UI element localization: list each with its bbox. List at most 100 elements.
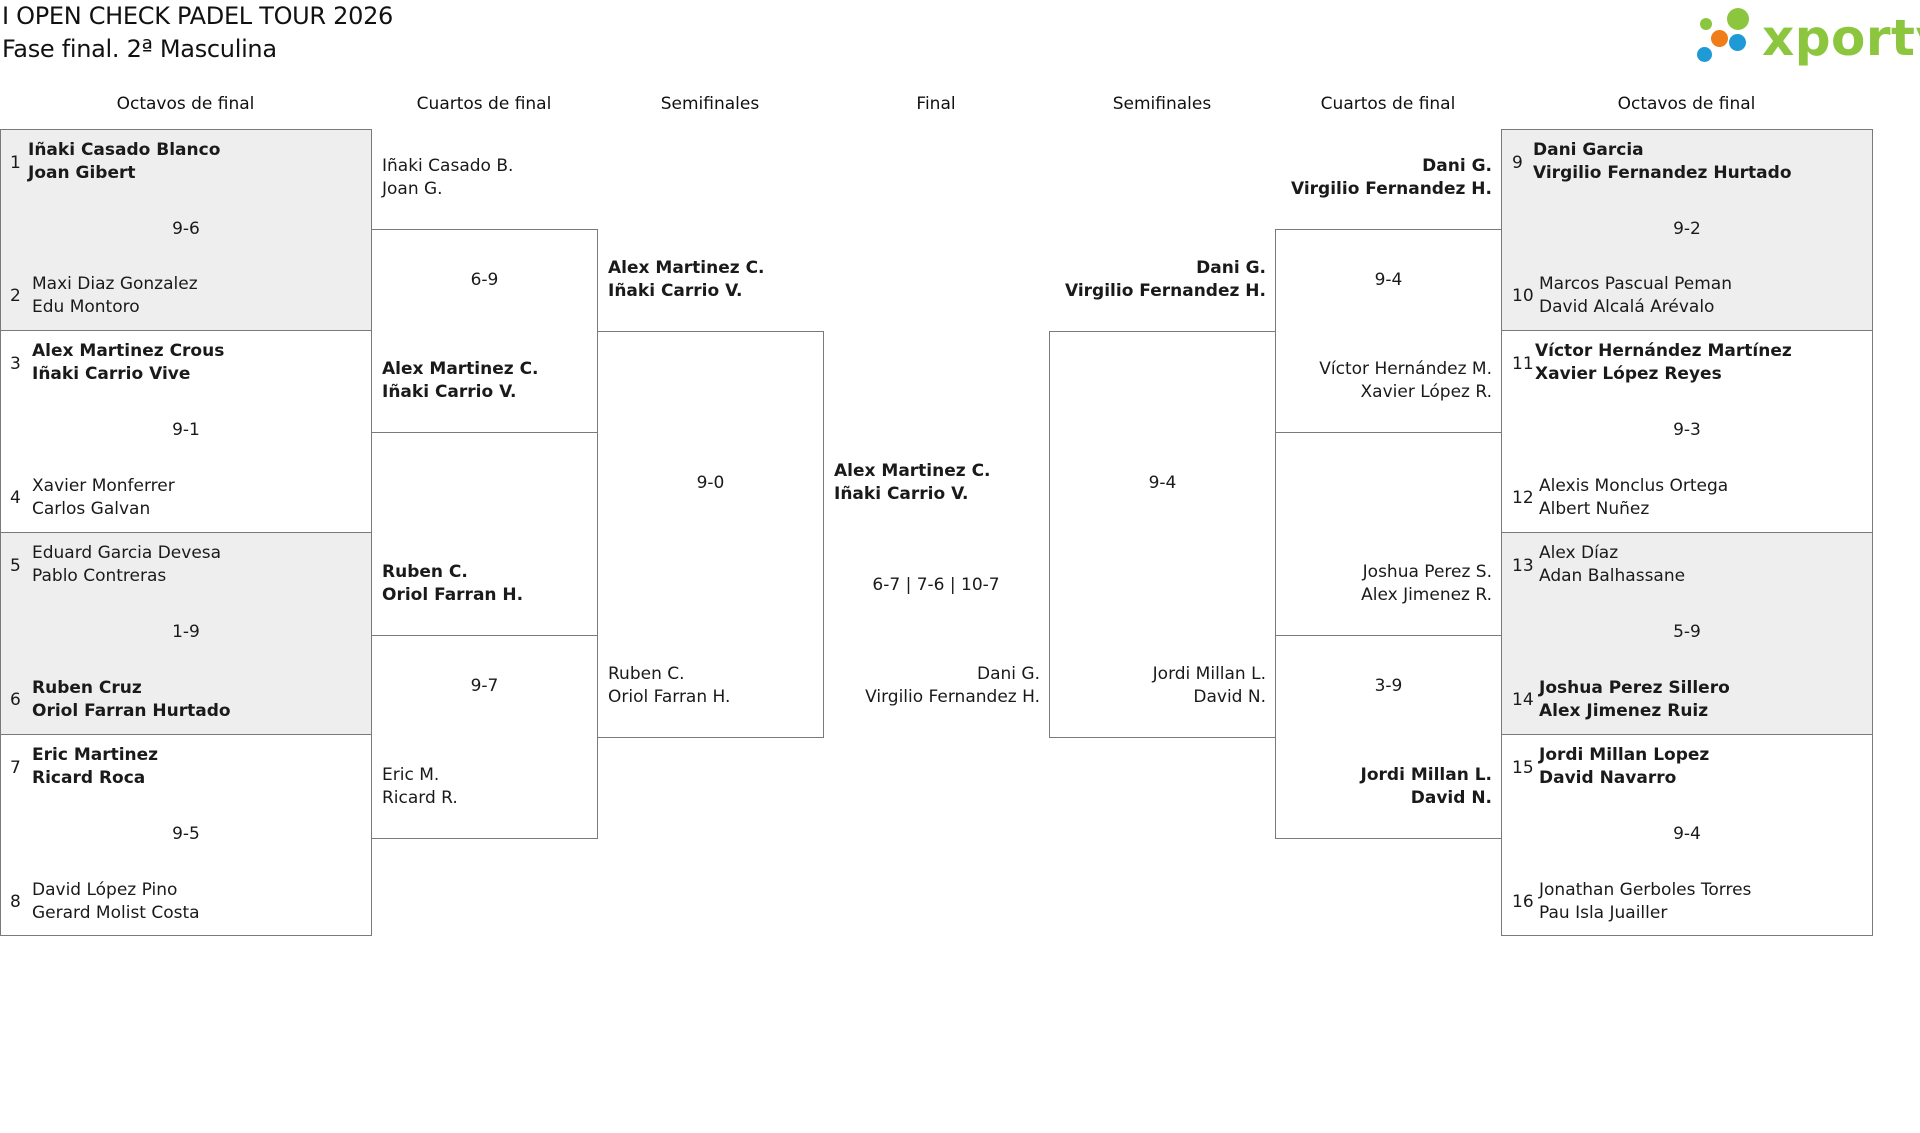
match-score: 9-4 — [1374, 270, 1403, 290]
player-name: Iñaki Carrio V. — [608, 281, 743, 301]
match-score: 9-3 — [1673, 420, 1701, 440]
player-name: Jordi Millan L. — [1360, 765, 1492, 785]
match-score: 9-0 — [696, 473, 725, 493]
player-name: Dani G. — [1196, 258, 1266, 278]
player-name: Dani G. — [977, 664, 1040, 684]
match-box-octavos-3 — [0, 532, 372, 735]
team-name[interactable]: Dani G. Virgilio Fernandez H. — [823, 663, 1040, 709]
team-name[interactable]: Joshua Perez S. Alex Jimenez R. — [1275, 561, 1492, 607]
seed-number: 6 — [10, 690, 21, 710]
player-name: Joshua Perez Sillero — [1539, 678, 1730, 698]
phase-subtitle: Fase final. 2ª Masculina — [2, 35, 277, 63]
team-name[interactable]: Víctor Hernández M. Xavier López R. — [1275, 358, 1492, 404]
team-name[interactable]: Alexis Monclus Ortega Albert Nuñez — [1539, 475, 1728, 521]
player-name: Virgilio Fernandez H. — [1290, 179, 1492, 199]
match-box-octavos-1 — [0, 129, 372, 331]
match-score: 3-9 — [1374, 676, 1403, 696]
player-name: David N. — [1410, 788, 1492, 808]
team-name[interactable]: Alex Martinez Crous Iñaki Carrio Vive — [32, 340, 224, 386]
header-final: Final — [916, 94, 956, 114]
logo-dot-green-small — [1700, 18, 1712, 30]
player-name: Dani Garcia — [1533, 140, 1644, 160]
team-name[interactable]: Alex Martinez C. Iñaki Carrio V. — [608, 257, 765, 303]
player-name: Pablo Contreras — [32, 566, 167, 586]
tournament-title: I OPEN CHECK PADEL TOUR 2026 — [2, 2, 394, 30]
team-name[interactable]: Eric Martinez Ricard Roca — [32, 744, 158, 790]
team-name[interactable]: Alex Martinez C. Iñaki Carrio V. — [834, 460, 991, 506]
player-name: David N. — [1193, 687, 1266, 707]
player-name: Albert Nuñez — [1539, 499, 1650, 519]
player-name: Eric M. — [382, 765, 440, 785]
xporty-logo[interactable]: xporty — [1697, 4, 1920, 72]
player-name: Jordi Millan L. — [1152, 664, 1266, 684]
player-name: Ruben C. — [608, 664, 685, 684]
final-score: 6-7 | 7-6 | 10-7 — [872, 575, 1000, 595]
team-name[interactable]: Jonathan Gerboles Torres Pau Isla Juaill… — [1539, 879, 1751, 925]
team-name[interactable]: Marcos Pascual Peman David Alcalá Aréval… — [1539, 273, 1732, 319]
player-name: Alex Jimenez R. — [1361, 585, 1492, 605]
player-name: Víctor Hernández M. — [1319, 359, 1492, 379]
player-name: Alex Díaz — [1539, 543, 1619, 563]
team-name[interactable]: Eduard Garcia Devesa Pablo Contreras — [32, 542, 221, 588]
player-name: Virgilio Fernandez Hurtado — [1533, 163, 1792, 183]
player-name: Xavier Monferrer — [32, 476, 175, 496]
player-name: Jordi Millan Lopez — [1539, 745, 1710, 765]
match-score: 9-1 — [172, 420, 200, 440]
player-name: Eduard Garcia Devesa — [32, 543, 222, 563]
match-score: 9-4 — [1148, 473, 1177, 493]
player-name: Ruben Cruz — [32, 678, 142, 698]
team-name[interactable]: Joshua Perez Sillero Alex Jimenez Ruiz — [1539, 677, 1730, 723]
player-name: Oriol Farran H. — [382, 585, 524, 605]
player-name: Ricard R. — [382, 788, 458, 808]
player-name: Virgilio Fernandez H. — [865, 687, 1040, 707]
page-title: I OPEN CHECK PADEL TOUR 2026 Fase final.… — [2, 0, 393, 66]
team-name[interactable]: Jordi Millan Lopez David Navarro — [1539, 744, 1709, 790]
player-name: Dani G. — [1422, 156, 1492, 176]
player-name: Joan Gibert — [28, 163, 136, 183]
logo-dot-green — [1727, 8, 1749, 30]
header-left-semis: Semifinales — [660, 94, 760, 114]
seed-number: 16 — [1512, 892, 1534, 912]
match-score: 9-7 — [470, 676, 499, 696]
header-right-semis: Semifinales — [1112, 94, 1212, 114]
team-name[interactable]: Dani Garcia Virgilio Fernandez Hurtado — [1533, 139, 1792, 185]
player-name: Alex Martinez C. — [382, 359, 539, 379]
player-name: Eric Martinez — [32, 745, 159, 765]
team-name[interactable]: David López Pino Gerard Molist Costa — [32, 879, 200, 925]
team-name[interactable]: Iñaki Casado Blanco Joan Gibert — [28, 139, 220, 185]
player-name: Iñaki Carrio V. — [834, 484, 969, 504]
player-name: Alex Jimenez Ruiz — [1539, 701, 1709, 721]
team-name[interactable]: Ruben C. Oriol Farran H. — [608, 663, 730, 709]
seed-number: 14 — [1512, 690, 1534, 710]
team-name[interactable]: Jordi Millan L. David N. — [1049, 663, 1266, 709]
team-name[interactable]: Xavier Monferrer Carlos Galvan — [32, 475, 175, 521]
match-score: 9-2 — [1673, 219, 1701, 239]
team-name[interactable]: Jordi Millan L. David N. — [1275, 764, 1492, 810]
header-left-octavos: Octavos de final — [116, 94, 255, 114]
team-name[interactable]: Maxi Diaz Gonzalez Edu Montoro — [32, 273, 198, 319]
seed-number: 7 — [10, 758, 21, 778]
team-name[interactable]: Iñaki Casado B. Joan G. — [382, 155, 513, 201]
player-name: Iñaki Casado Blanco — [28, 140, 221, 160]
seed-number: 15 — [1512, 758, 1534, 778]
team-name[interactable]: Eric M. Ricard R. — [382, 764, 458, 810]
player-name: Gerard Molist Costa — [32, 903, 200, 923]
player-name: Oriol Farran Hurtado — [32, 701, 231, 721]
team-name[interactable]: Ruben C. Oriol Farran H. — [382, 561, 523, 607]
match-score: 9-4 — [1673, 824, 1701, 844]
team-name[interactable]: Alex Díaz Adan Balhassane — [1539, 542, 1685, 588]
player-name: Adan Balhassane — [1539, 566, 1686, 586]
team-name[interactable]: Ruben Cruz Oriol Farran Hurtado — [32, 677, 231, 723]
player-name: Xavier López Reyes — [1535, 364, 1722, 384]
match-box-semis-right — [1049, 331, 1276, 738]
team-name[interactable]: Dani G. Virgilio Fernandez H. — [1049, 257, 1266, 303]
seed-number: 13 — [1512, 556, 1534, 576]
player-name: Pau Isla Juailler — [1539, 903, 1668, 923]
team-name[interactable]: Víctor Hernández Martínez Xavier López R… — [1535, 340, 1792, 386]
header-left-cuartos: Cuartos de final — [416, 94, 552, 114]
player-name: David Navarro — [1539, 768, 1677, 788]
seed-number: 11 — [1512, 354, 1534, 374]
team-name[interactable]: Dani G. Virgilio Fernandez H. — [1275, 155, 1492, 201]
team-name[interactable]: Alex Martinez C. Iñaki Carrio V. — [382, 358, 539, 404]
player-name: Virgilio Fernandez H. — [1064, 281, 1266, 301]
